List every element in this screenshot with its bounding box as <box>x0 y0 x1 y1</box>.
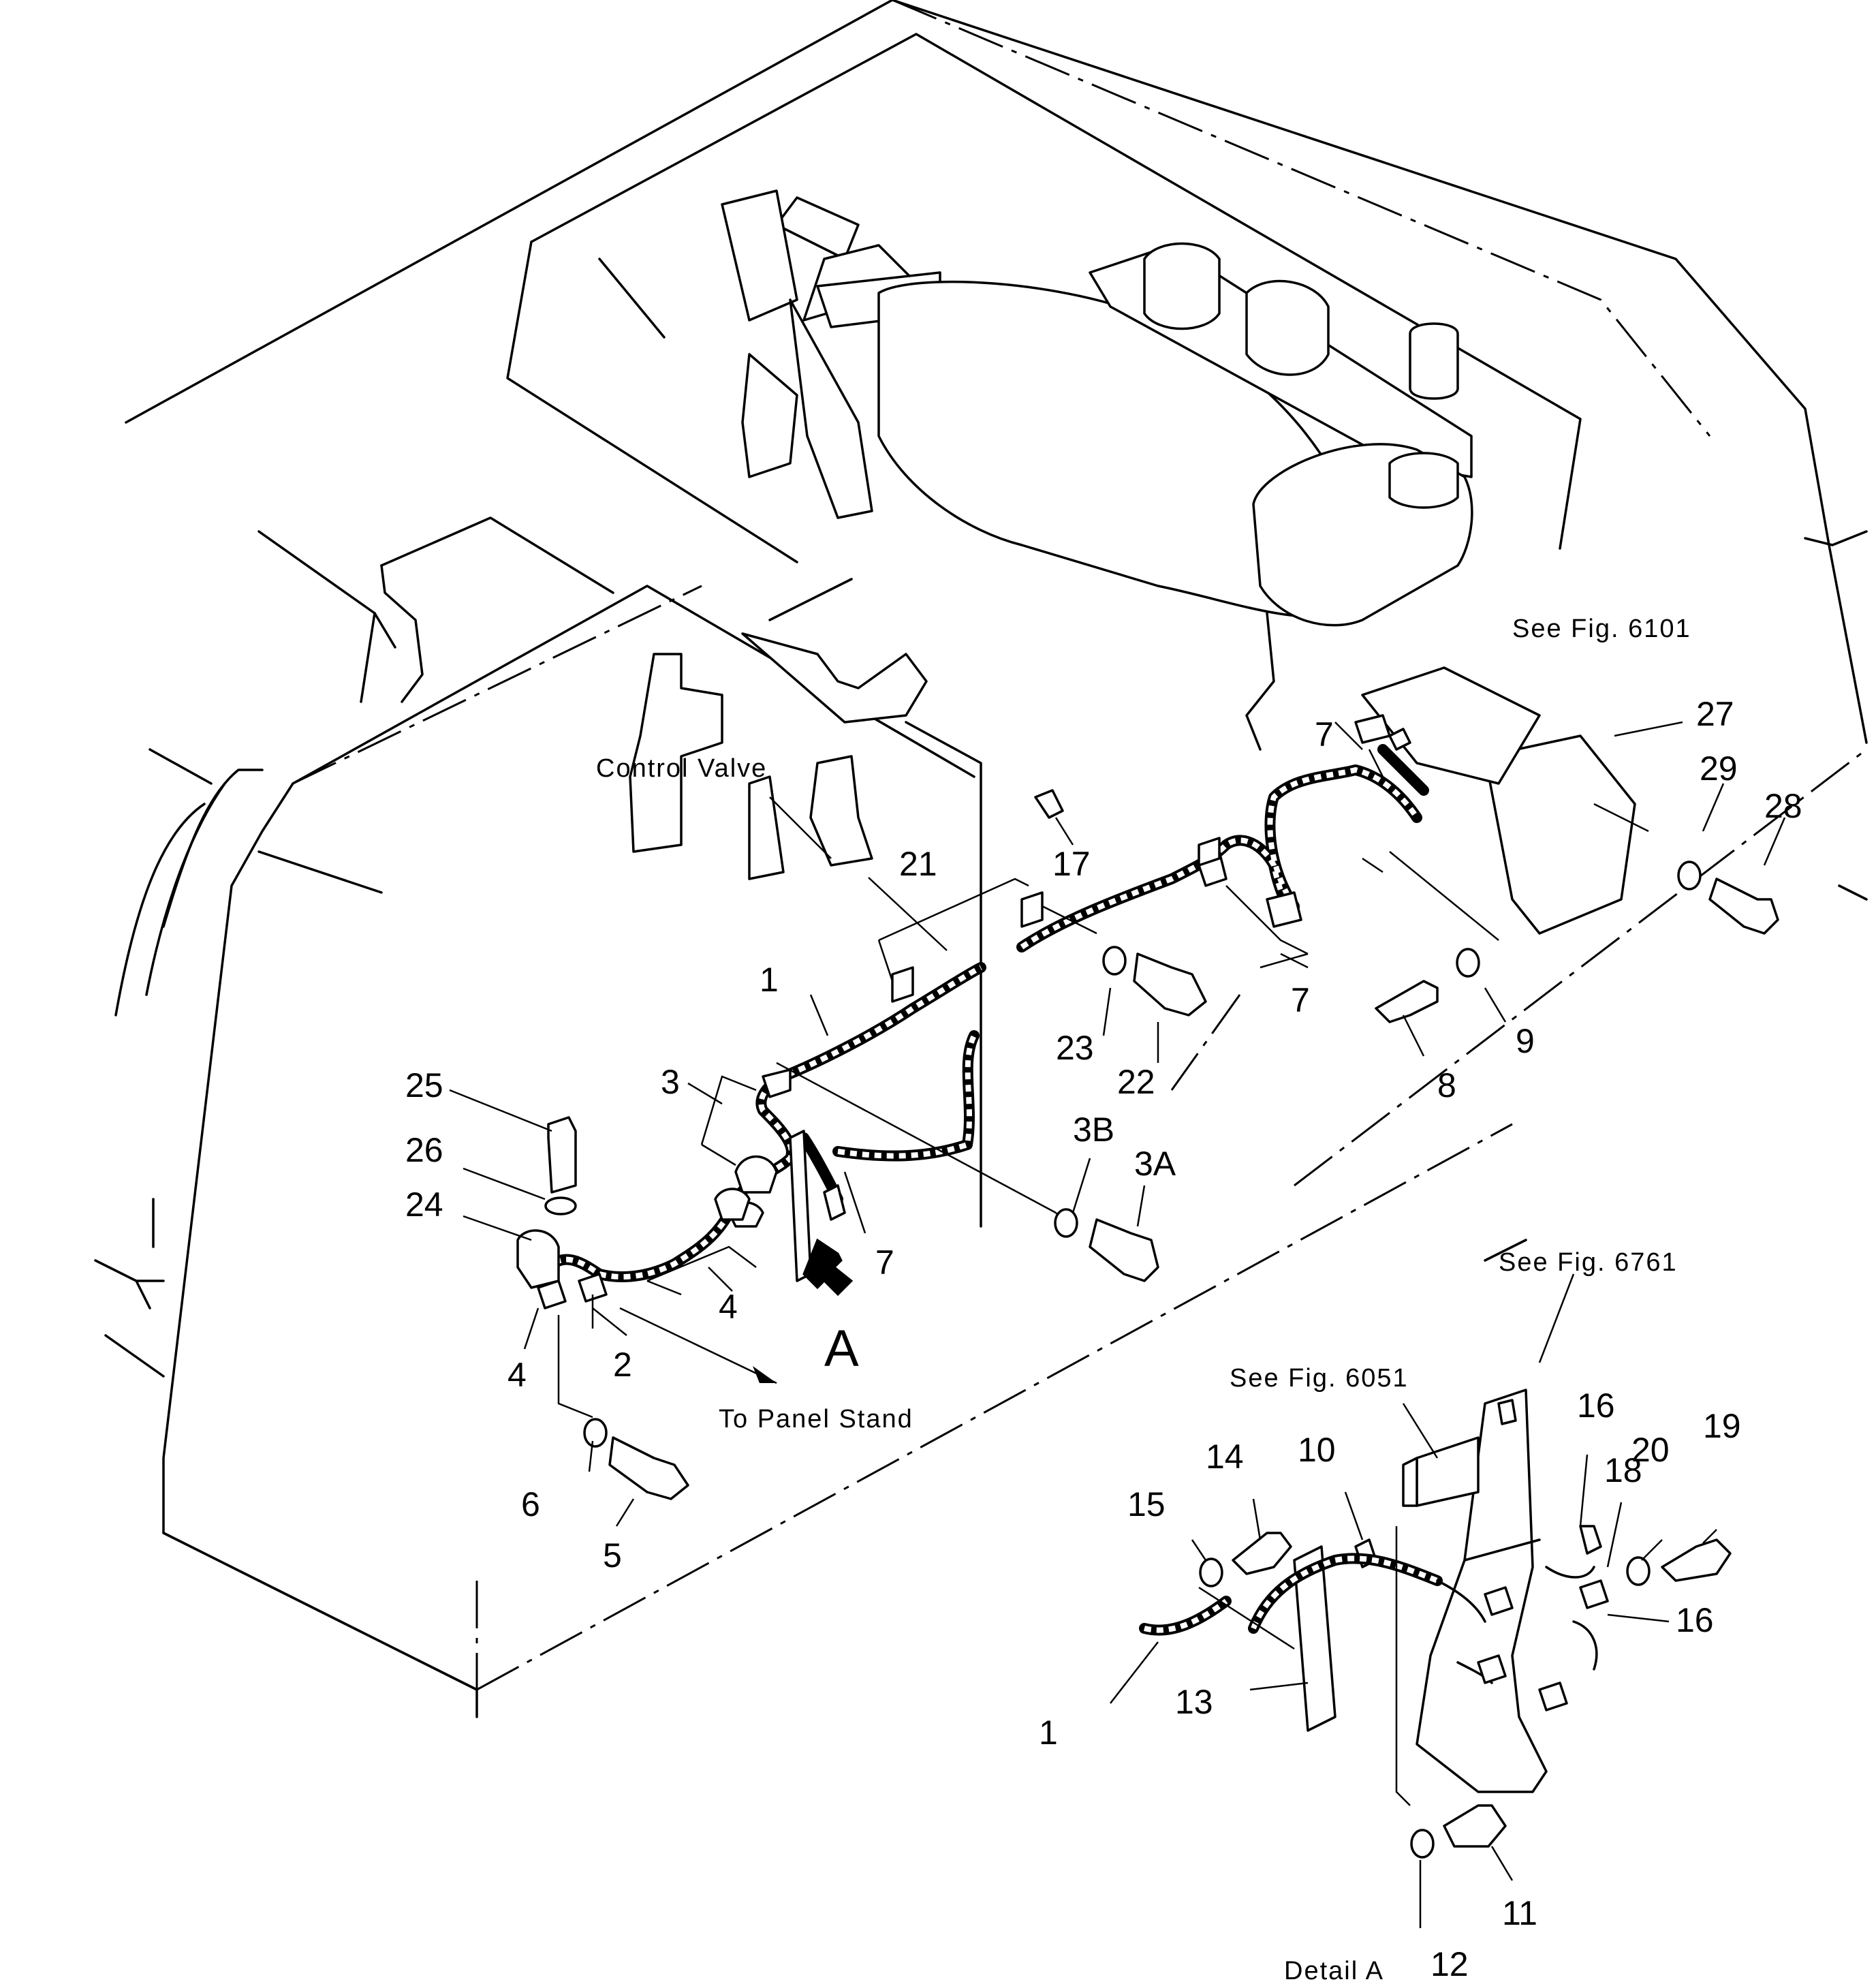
control-valve <box>629 632 982 1228</box>
washer-12 <box>1410 1829 1435 1859</box>
label-part-10: 10 <box>1298 1431 1336 1469</box>
label-part-5: 5 <box>603 1536 622 1575</box>
control-valve-label: Control Valve <box>596 754 767 783</box>
label-part-2: 2 <box>613 1346 632 1384</box>
label-part-19: 19 <box>1703 1407 1741 1445</box>
bolt-3a <box>1089 1218 1159 1282</box>
engine-room-box <box>506 33 1582 621</box>
bolt-25 <box>547 1116 577 1194</box>
label-part-7c: 7 <box>875 1243 894 1282</box>
label-part-3: 3 <box>661 1063 680 1101</box>
label-part-23: 23 <box>1056 1029 1094 1067</box>
detail-a <box>1139 1389 1732 1859</box>
label-part-27: 27 <box>1696 695 1734 733</box>
label-part-7a: 7 <box>1315 715 1334 754</box>
label-part-6: 6 <box>521 1485 540 1523</box>
label-part-14: 14 <box>1206 1438 1244 1476</box>
label-part-15: 15 <box>1127 1485 1166 1523</box>
detail-a-label: Detail A <box>1284 1957 1384 1984</box>
label-part-13: 13 <box>1175 1683 1213 1721</box>
bolt-19 <box>1661 1538 1732 1582</box>
label-part-16b: 16 <box>1676 1601 1714 1639</box>
washer-3b <box>1054 1208 1078 1238</box>
bolt-22 <box>1133 952 1207 1017</box>
label-part-26: 26 <box>405 1131 443 1169</box>
upper-structure-outline <box>125 0 1868 1187</box>
engine <box>721 189 1636 935</box>
to-panel-stand-label: To Panel Stand <box>719 1405 913 1433</box>
washer-26 <box>544 1196 577 1215</box>
washer-6 <box>583 1418 608 1448</box>
washer-23 <box>1102 946 1127 976</box>
label-part-22: 22 <box>1117 1063 1155 1101</box>
bolt-11 <box>1443 1804 1507 1848</box>
label-part-11: 11 <box>1502 1894 1537 1932</box>
plug-17 <box>1034 789 1064 819</box>
washer-15 <box>1199 1557 1223 1587</box>
part-number-labels: 1 3 21 17 7 7 7 27 29 28 9 8 23 22 3B 3A… <box>405 695 1802 1983</box>
label-part-1: 1 <box>760 961 779 999</box>
label-part-28: 28 <box>1764 787 1802 825</box>
hardware <box>544 789 1779 1500</box>
label-part-1b: 1 <box>1039 1714 1058 1752</box>
label-part-3b: 3B <box>1073 1111 1114 1149</box>
tank-box <box>162 585 1527 1718</box>
bolt-28 <box>1708 878 1779 935</box>
label-part-17: 17 <box>1052 845 1091 883</box>
washer-9 <box>1456 948 1480 978</box>
label-part-20: 20 <box>1631 1431 1670 1469</box>
bolt-14 <box>1232 1532 1292 1575</box>
label-part-21: 21 <box>899 845 937 883</box>
see-fig-6761-label: See Fig. 6761 <box>1499 1248 1678 1277</box>
label-part-9: 9 <box>1516 1022 1535 1060</box>
label-part-12: 12 <box>1431 1945 1469 1983</box>
label-part-24: 24 <box>405 1185 443 1224</box>
label-part-18: 18 <box>1604 1451 1642 1489</box>
see-fig-6101-label: See Fig. 6101 <box>1512 615 1691 643</box>
label-part-7b: 7 <box>1291 981 1310 1019</box>
washer-29 <box>1677 861 1702 890</box>
label-part-4a: 4 <box>719 1288 738 1326</box>
label-part-4b: 4 <box>507 1356 527 1394</box>
label-part-3a: 3A <box>1134 1145 1176 1183</box>
label-part-16a: 16 <box>1577 1386 1615 1425</box>
view-a-arrow <box>802 1238 854 1297</box>
view-a-label: A <box>824 1320 859 1378</box>
bolt-5 <box>608 1436 689 1500</box>
washer-20 <box>1626 1556 1651 1586</box>
to-panel-stand-arrow <box>619 1307 777 1384</box>
left-structures <box>94 516 614 1378</box>
label-part-29: 29 <box>1700 749 1738 788</box>
see-fig-6051-label: See Fig. 6051 <box>1230 1364 1409 1393</box>
annotation-labels: See Fig. 6101 See Fig. 6761 See Fig. 605… <box>596 615 1691 1984</box>
label-part-8: 8 <box>1437 1066 1456 1104</box>
leader-lines <box>449 721 1786 1928</box>
hidden-lines <box>557 722 1649 1419</box>
label-part-25: 25 <box>405 1066 443 1104</box>
bolt-8 <box>1375 980 1439 1023</box>
